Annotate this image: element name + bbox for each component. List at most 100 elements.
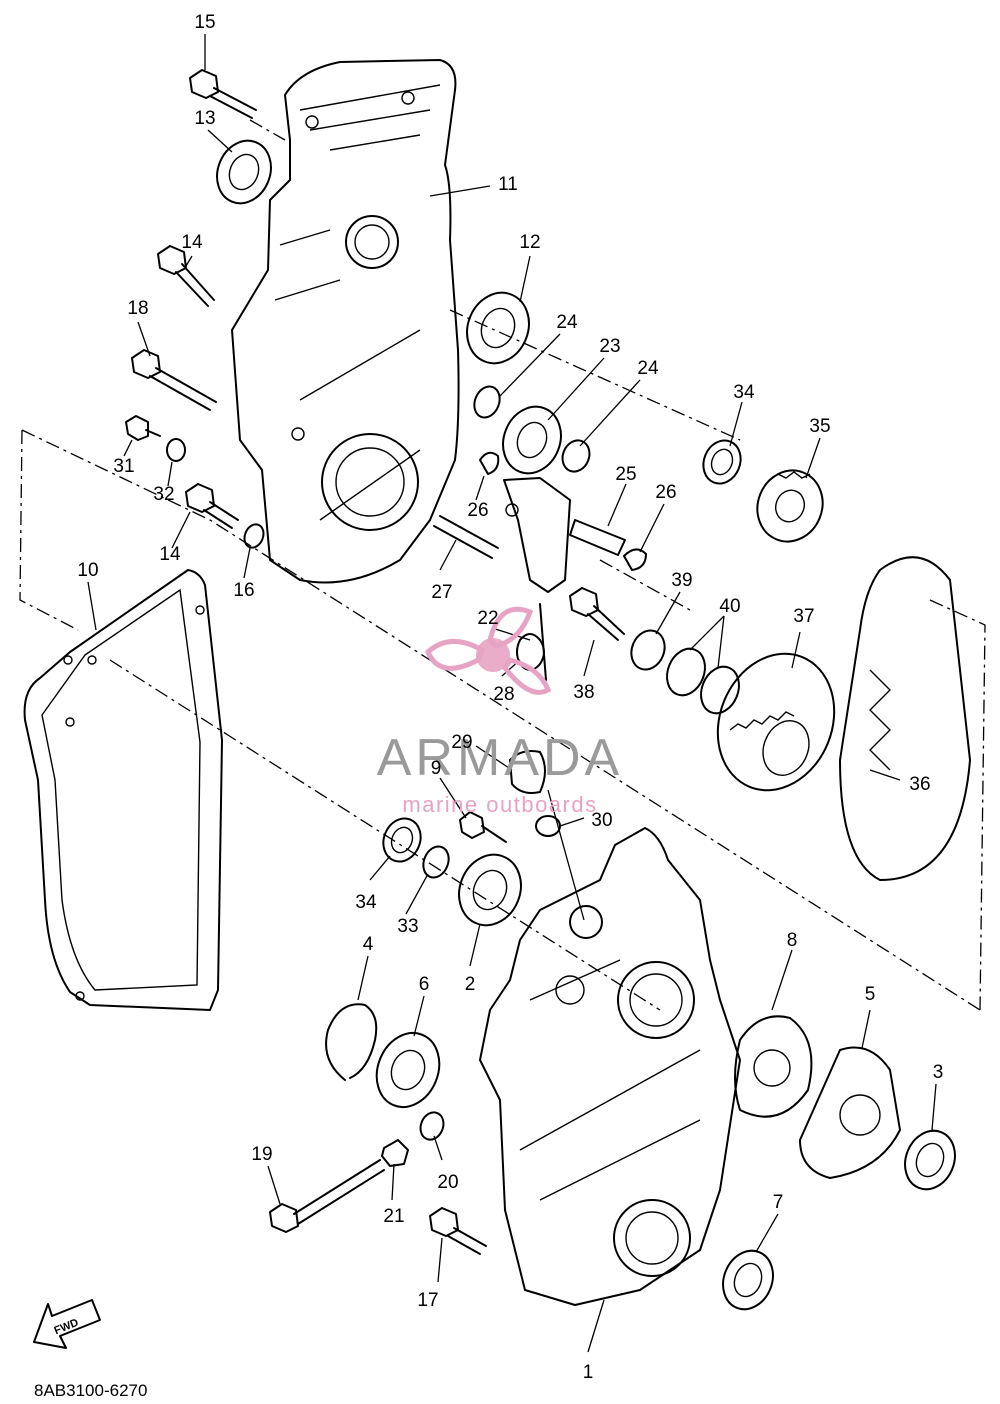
callout-11: 11 [498, 174, 518, 195]
callout-labels: 15 13 11 14 12 18 24 23 24 34 35 31 32 1… [77, 12, 943, 1383]
bearing-12 [466, 291, 530, 365]
callout-4: 4 [363, 934, 374, 955]
callout-3: 3 [933, 1062, 944, 1083]
callout-16: 16 [233, 580, 254, 601]
bolt-31 [125, 415, 161, 441]
watermark-tagline: marine outboards [402, 792, 597, 817]
callout-29: 29 [451, 732, 472, 753]
clip-26-a [479, 451, 500, 475]
nut-21 [381, 1139, 409, 1167]
callout-33: 33 [397, 916, 418, 937]
callout-34-top: 34 [733, 382, 755, 403]
callout-24-b: 24 [637, 358, 659, 379]
assembly-lines [19, 119, 986, 1011]
callout-7: 7 [773, 1192, 784, 1213]
washer-24-b [561, 439, 591, 473]
bolt-18 [131, 349, 217, 411]
washer-32 [166, 438, 186, 462]
spring-28 [516, 603, 547, 681]
callout-9: 9 [431, 758, 442, 779]
callout-37: 37 [793, 606, 814, 627]
forward-arrow-icon: FWD [33, 1299, 101, 1349]
callout-13: 13 [194, 108, 215, 129]
propeller-logo-icon [424, 606, 552, 695]
callout-30: 30 [591, 810, 612, 831]
watermark-brand: ARMADA [377, 729, 623, 787]
washer-24-a [473, 385, 501, 419]
diagram-code: 8AB3100-6270 [34, 1381, 147, 1400]
callout-40: 40 [719, 596, 740, 617]
bearings-and-seals [166, 139, 956, 1311]
washer-39 [630, 629, 666, 671]
clip-26-b [623, 548, 647, 571]
callout-12: 12 [519, 232, 540, 253]
oil-seal-13 [216, 139, 272, 205]
callout-8: 8 [787, 930, 798, 951]
pin-27 [433, 515, 499, 559]
callout-21: 21 [383, 1206, 404, 1227]
callout-28: 28 [493, 684, 514, 705]
callout-38: 38 [573, 682, 594, 703]
leader-lines [87, 34, 937, 1353]
bushing-34-a [702, 439, 742, 485]
callout-2: 2 [465, 974, 476, 995]
cover-gasket-8 [734, 1015, 813, 1118]
callout-19: 19 [251, 1144, 272, 1165]
washer-16 [243, 523, 265, 549]
washers-40 [666, 647, 740, 715]
plunger-29 [509, 750, 546, 794]
callout-32: 32 [153, 484, 174, 505]
bolts [125, 69, 625, 1255]
callout-17: 17 [417, 1290, 438, 1311]
sprocket-35 [756, 469, 824, 543]
callout-35: 35 [809, 416, 830, 437]
chain-36 [839, 556, 971, 881]
callout-26-a: 26 [467, 500, 488, 521]
bolt-9 [459, 811, 507, 843]
callout-6: 6 [419, 974, 430, 995]
bearing-23 [502, 405, 562, 475]
bearing-6 [375, 1032, 441, 1108]
callout-24-a: 24 [556, 312, 578, 333]
callout-36: 36 [909, 774, 930, 795]
gasket [23, 569, 223, 1011]
callout-20: 20 [437, 1172, 458, 1193]
oil-seal-7 [722, 1249, 774, 1311]
bolt-17 [429, 1207, 487, 1255]
callout-34-bottom: 34 [355, 892, 377, 913]
callout-10: 10 [77, 560, 98, 581]
callout-39: 39 [671, 570, 692, 591]
circlip-4 [325, 1003, 378, 1081]
bearing-2 [458, 853, 522, 927]
oil-seal-3 [904, 1129, 956, 1191]
callout-23: 23 [599, 336, 620, 357]
callout-22: 22 [477, 608, 498, 629]
bolt-19 [269, 1159, 385, 1233]
bolt-15 [189, 69, 257, 119]
lower-case [479, 827, 741, 1306]
bolt-38 [569, 587, 625, 641]
armada-watermark: ARMADA marine outboards [377, 606, 623, 817]
callout-26-b: 26 [655, 482, 676, 503]
callout-14-top: 14 [181, 232, 203, 253]
callout-27: 27 [431, 582, 452, 603]
upper-case-cover [231, 59, 460, 584]
shaft-25 [569, 519, 626, 556]
drive-components [479, 451, 971, 1179]
lever-22 [503, 477, 571, 593]
callout-18: 18 [127, 298, 148, 319]
callout-1: 1 [583, 1362, 594, 1383]
callout-14-bottom: 14 [159, 544, 181, 565]
callout-5: 5 [865, 984, 876, 1005]
bushing-34-b [382, 817, 422, 863]
bolt-14-b [185, 483, 239, 529]
washer-20 [419, 1111, 445, 1141]
washer-33 [422, 845, 450, 879]
gear-37 [716, 652, 836, 792]
callout-15: 15 [194, 12, 215, 33]
bearing-cover-5 [799, 1046, 901, 1179]
callout-31: 31 [113, 456, 134, 477]
bolt-14-a [157, 245, 215, 307]
callout-25: 25 [615, 464, 636, 485]
